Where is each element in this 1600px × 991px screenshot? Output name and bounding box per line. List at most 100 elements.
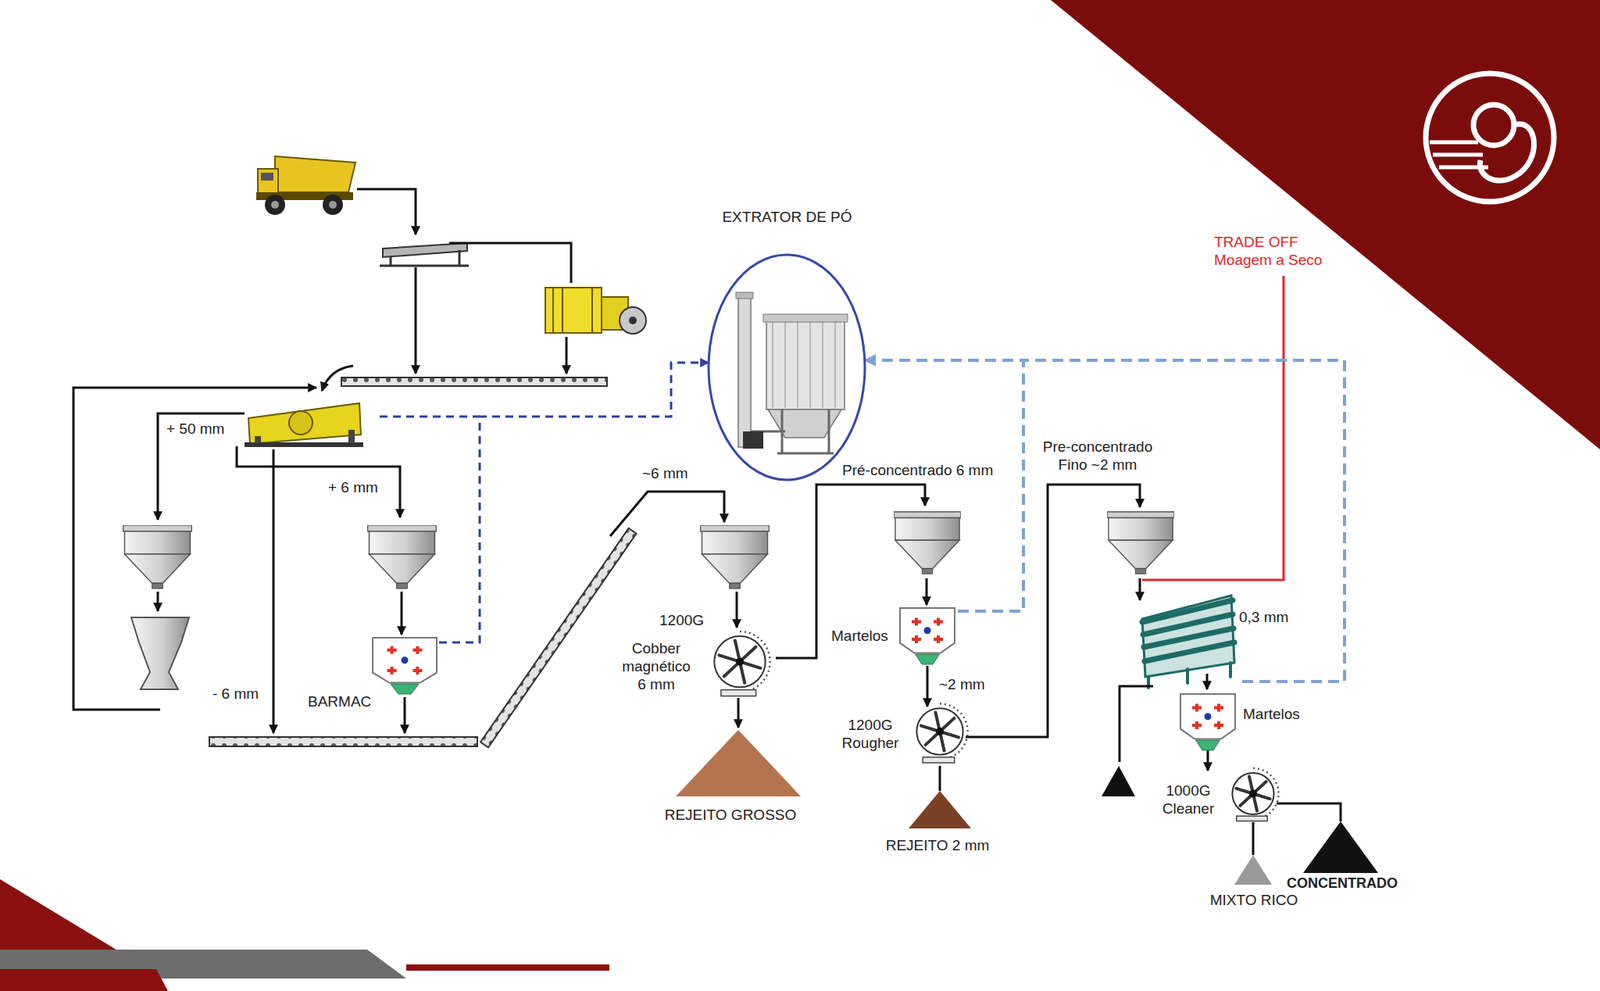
vibrating-screen: [244, 403, 364, 447]
flow-connector: [1207, 750, 1210, 771]
hammer-mill-icon: [1196, 739, 1221, 750]
flow-line: [1206, 673, 1209, 690]
dust-extractor-icon: [735, 292, 754, 299]
dust-extractor-icon: [766, 320, 845, 410]
grizzly-feeder: [379, 242, 469, 266]
haul-truck: [328, 200, 337, 209]
equipment-label: MIXTO RICO: [1199, 890, 1309, 909]
flow-line: [357, 189, 416, 235]
cone-crusher: [131, 617, 190, 690]
flow-label: Pré-concentrado 6 mm: [842, 460, 993, 479]
flow-connector: [1252, 821, 1255, 855]
flow-connector: [439, 362, 709, 643]
magnetic-separator-icon: [922, 757, 955, 763]
haul-truck: [322, 194, 343, 215]
haul-truck: [264, 194, 286, 215]
storage-bin: [367, 525, 437, 589]
storage-bin: [893, 511, 961, 574]
tailings-pile-icon: [908, 790, 972, 829]
hammer-mill-icon: [911, 635, 922, 643]
hammer-mill-icon: [1180, 693, 1236, 740]
haul-truck: [257, 168, 279, 194]
flow-connector: [939, 765, 942, 791]
magnetic-separator-icon: [1232, 772, 1274, 815]
dust-extractor-icon: [771, 321, 774, 408]
corner-band: [1050, 0, 1600, 450]
flow-label: - 6 mm: [212, 684, 259, 703]
dust-extractor-icon: [742, 431, 764, 449]
corner-band: [1473, 104, 1515, 146]
dust-extractor-icon: [708, 254, 865, 480]
haul-truck: [260, 172, 274, 181]
flow-line: [403, 696, 407, 733]
magnetic-separator-icon: [1236, 815, 1268, 821]
flow-line: [925, 578, 929, 605]
equipment-label: EXTRATOR DE PÓ: [699, 207, 875, 226]
magnetic-separator-icon: [714, 635, 765, 687]
flow-line: [565, 336, 568, 374]
dust-extractor-icon: [738, 296, 751, 447]
hammer-mill-icon: [387, 666, 397, 675]
dust-extractor-icon: [834, 321, 836, 408]
flow-line: [157, 591, 160, 611]
flow-connector: [926, 665, 929, 707]
hammer-mill-icon: [1192, 703, 1202, 712]
hammer-mill-icon: [401, 656, 409, 664]
dust-duct: [379, 415, 480, 418]
dust-extractor-icon: [767, 409, 842, 438]
dust-extractor-icon: [763, 314, 848, 322]
hammer-mill-icon: [1214, 703, 1224, 712]
multideck-screen: [1148, 662, 1231, 688]
dust-duct: [379, 360, 1345, 682]
flow-line: [73, 387, 317, 710]
hammer-mill-icon: [924, 626, 932, 634]
flow-connector: [1276, 803, 1341, 822]
flow-connector: [737, 697, 740, 728]
storage-bin: [700, 525, 770, 589]
hammer-mill-icon: [933, 617, 943, 626]
flow-label: 0,3 mm: [1239, 607, 1289, 626]
vibrating-screen: [348, 429, 355, 443]
corner-band: [1479, 124, 1534, 181]
flow-label: TRADE OFF Moagem a Seco: [1214, 232, 1324, 269]
tailings-pile: REJEITO 2 mm: [882, 787, 994, 858]
storage-bin: [123, 525, 193, 589]
hammer-mill: Martelos: [1175, 690, 1317, 754]
dust-extractor-icon: [796, 321, 799, 408]
hammer-mill-icon: [933, 635, 943, 643]
corner-band: [1425, 73, 1554, 202]
belt-conveyor: [480, 528, 636, 748]
flow-line: [1119, 685, 1154, 762]
flow-line: [73, 189, 1284, 762]
flow-line: [236, 446, 400, 518]
hammer-mill: Martelos: [828, 603, 963, 669]
magnetic-separator-icon: [939, 703, 968, 759]
grizzly-feeder: [382, 242, 468, 258]
flow-line: [1139, 578, 1142, 600]
footer-band: [406, 964, 610, 971]
stockpile: [1101, 765, 1136, 797]
dust-extractor-icon: [784, 321, 786, 408]
product-pile: CONCENTRADO: [1281, 816, 1405, 895]
belt-conveyor: [480, 528, 636, 748]
footer-band: [0, 878, 610, 991]
tailings-pile-icon: [675, 729, 801, 797]
belt-conveyor: [209, 736, 478, 747]
equipment-label: 1200G: [659, 610, 704, 629]
haul-truck: [275, 156, 356, 193]
tailings-pile: REJEITO GROSSO: [652, 722, 811, 833]
product-pile-icon: [1303, 821, 1379, 873]
hammer-mill-icon: [1214, 721, 1224, 729]
multideck-screen: [1142, 595, 1235, 677]
magnetic-separator-icon: [721, 689, 757, 697]
equipment-label: Cobber magnético 6 mm: [617, 639, 696, 693]
equipment-label: REJEITO 2 mm: [882, 835, 993, 854]
equipment-label: 1000G Cleaner: [1156, 781, 1221, 818]
flow-line: [965, 484, 1140, 737]
flow-label: + 6 mm: [328, 478, 379, 497]
grizzly-feeder: [379, 250, 469, 266]
dust-extractor-icon: [699, 204, 875, 486]
magnetic-separator-icon: [739, 631, 771, 692]
hammer-mill-icon: [390, 683, 419, 694]
equipment-label: REJEITO GROSSO: [652, 805, 809, 824]
